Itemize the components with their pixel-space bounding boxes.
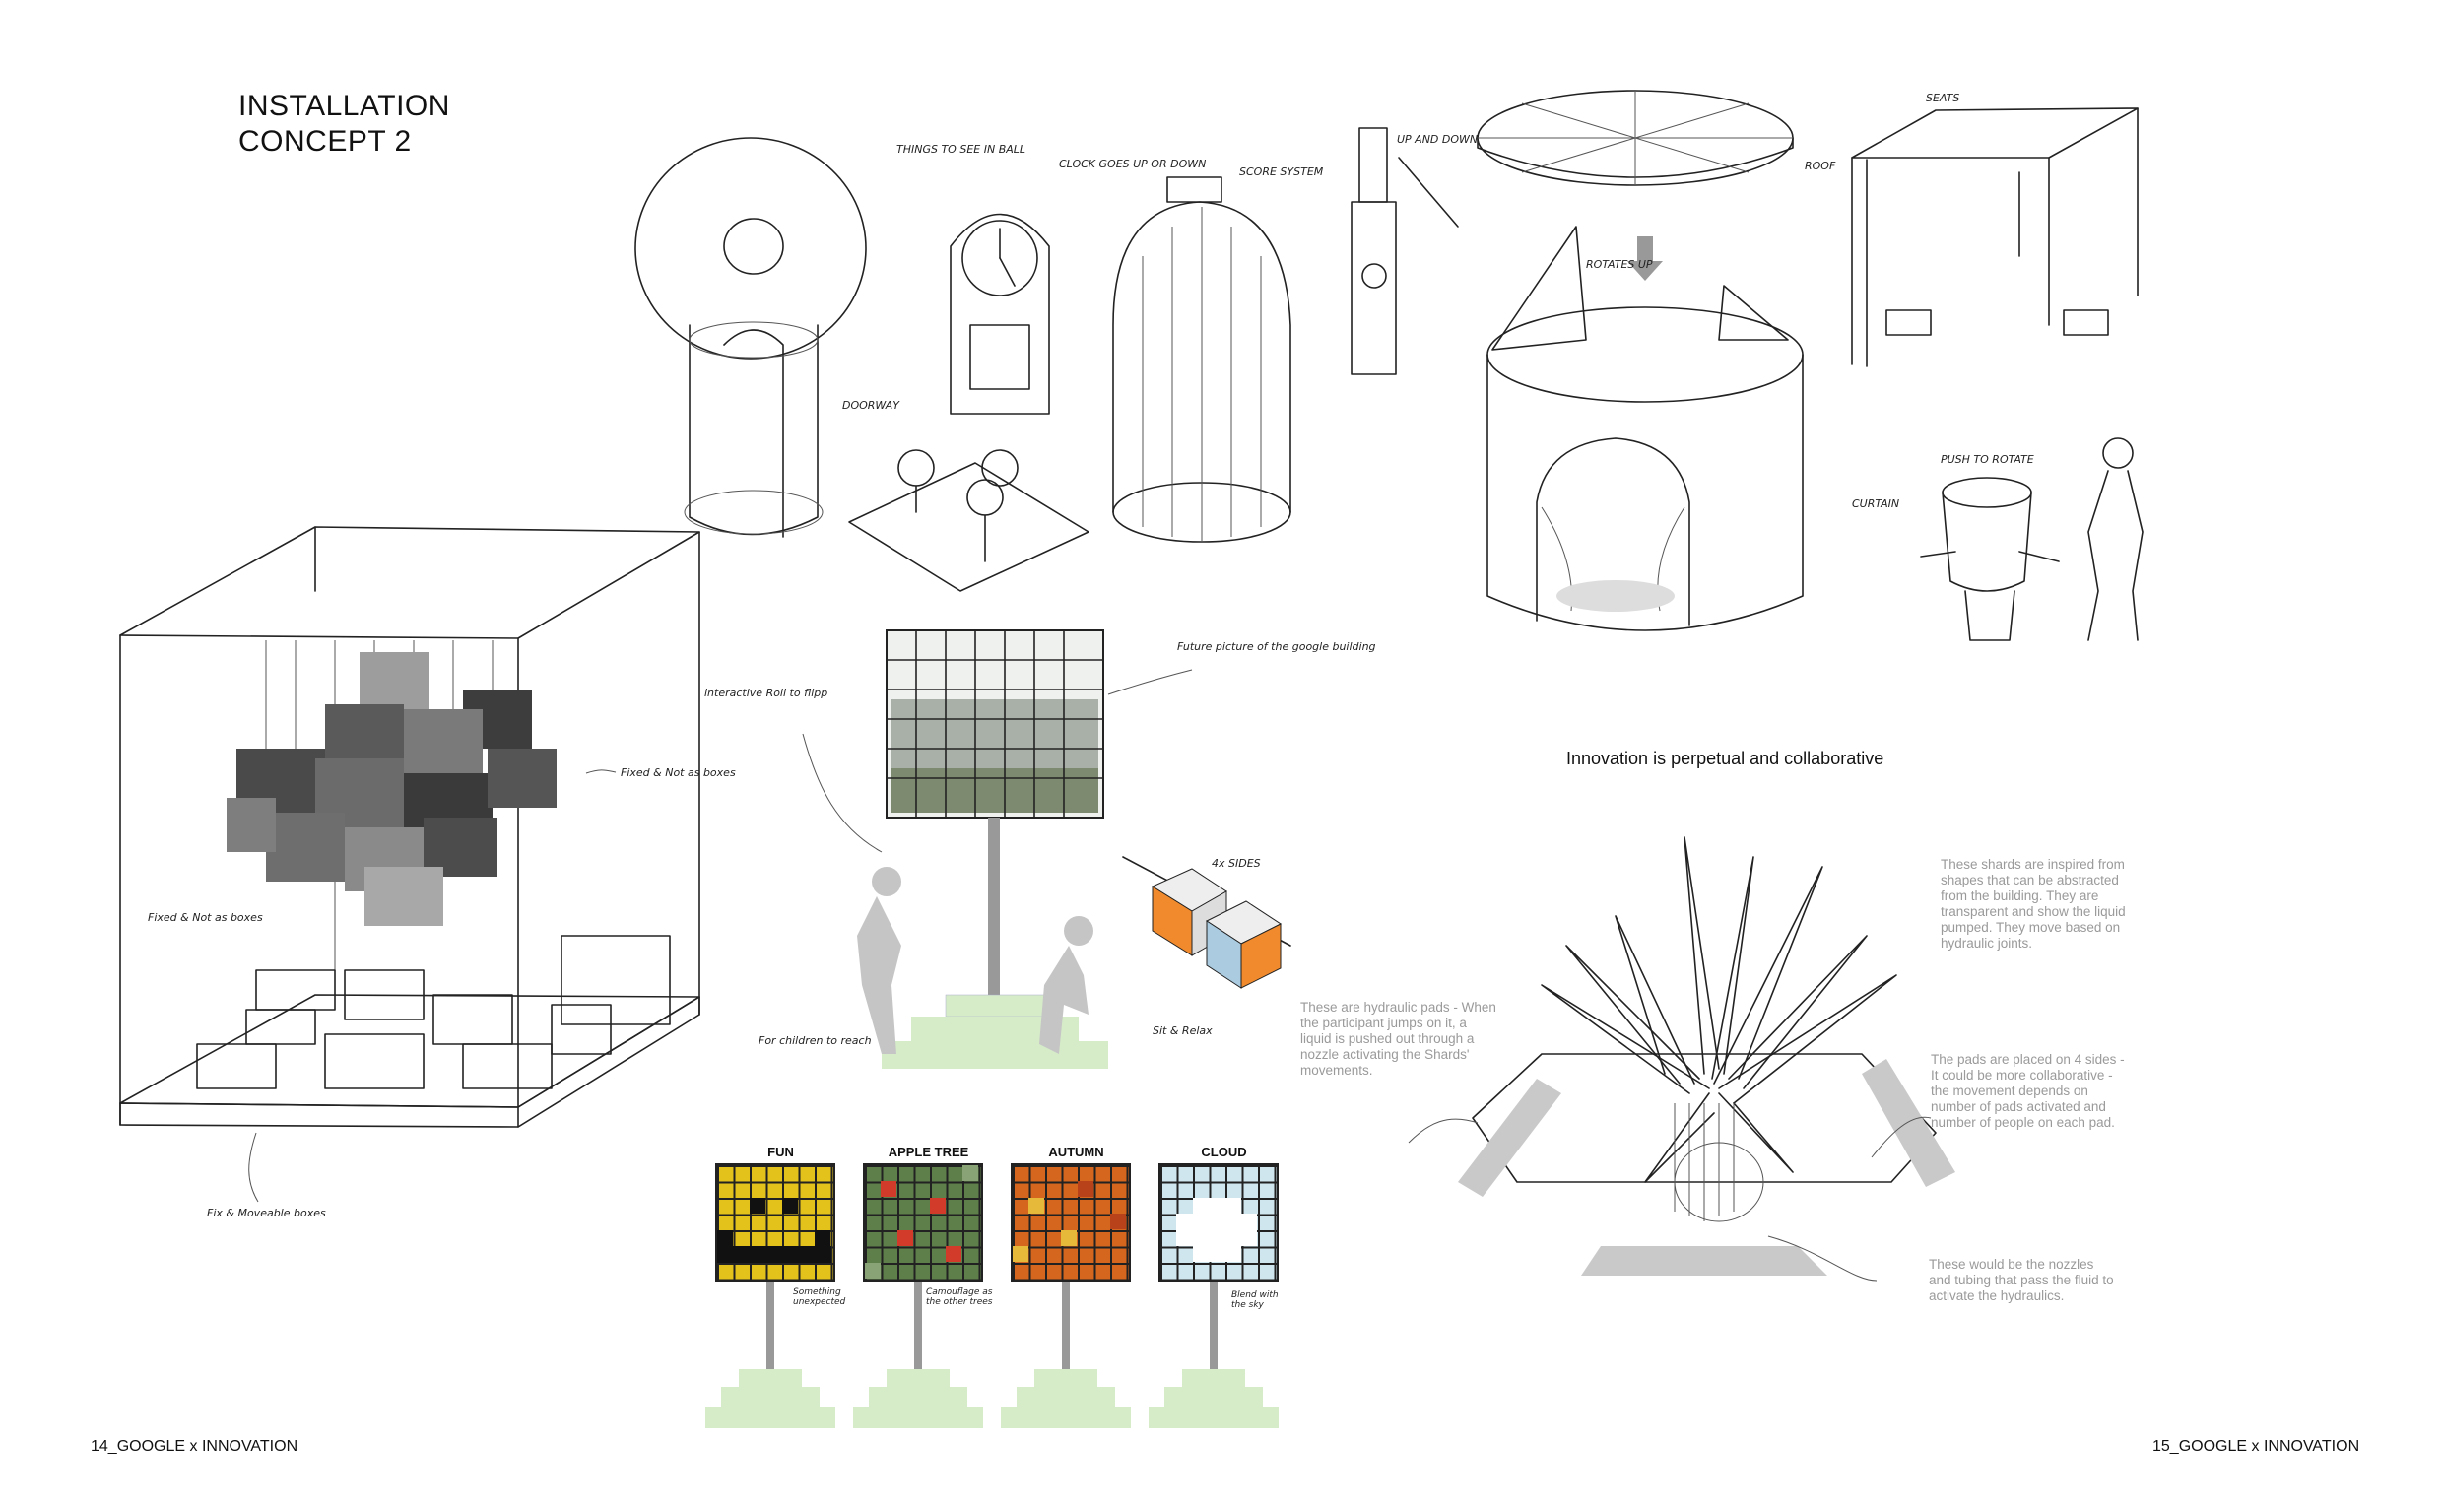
panel-title: CLOUD — [1153, 1145, 1295, 1159]
label-doorway: DOORWAY — [842, 399, 900, 412]
label-fixed-right: Fixed & Not as boxes — [621, 766, 736, 779]
rotating-drum-sketch — [1478, 91, 1803, 630]
label-up-down: UP AND DOWN — [1397, 133, 1478, 146]
label-clock: CLOCK GOES UP OR DOWN — [1059, 158, 1206, 170]
label-blend: Blend with the sky — [1231, 1290, 1290, 1310]
panel-cloud: CLOUD Blend with the sky — [1153, 1145, 1295, 1282]
footer-left: 14_GOOGLE x INNOVATION — [91, 1438, 297, 1456]
label-moveable: Fix & Moveable boxes — [207, 1207, 326, 1219]
note-shards: These shards are inspired from shapes th… — [1941, 857, 2133, 952]
label-four-sides: 4x SIDES — [1212, 857, 1261, 870]
label-children: For children to reach — [759, 1034, 872, 1047]
label-fixed-left: Fixed & Not as boxes — [148, 911, 263, 924]
hanging-cubes-installation — [120, 527, 699, 1127]
panel-apple-tree: APPLE TREE Camouflage as the other trees — [857, 1145, 1000, 1282]
panel-autumn: AUTUMN — [1005, 1145, 1148, 1282]
label-sit: Sit & Relax — [1153, 1024, 1213, 1037]
table-seats-sketch — [1852, 108, 2138, 366]
footer-right: 15_GOOGLE x INNOVATION — [2152, 1438, 2359, 1456]
label-curtain: CURTAIN — [1852, 497, 1899, 510]
panel-title: APPLE TREE — [857, 1145, 1000, 1159]
fun-grid — [715, 1163, 835, 1282]
label-roof: ROOF — [1805, 160, 1836, 172]
label-rotates-up: ROTATES UP — [1586, 258, 1653, 271]
push-rotate-sketch — [1921, 438, 2143, 640]
label-camouflage: Camouflage as the other trees — [926, 1287, 1005, 1307]
apple-grid — [863, 1163, 983, 1282]
crank-device-sketch — [1352, 128, 1458, 374]
figures-platform-sketch — [849, 450, 1089, 591]
label-interactive: interactive Roll to flipp — [704, 687, 827, 699]
label-something: Something unexpected — [793, 1287, 862, 1307]
label-future: Future picture of the google building — [1177, 640, 1376, 653]
flip-panels-row: FUN Something unexpected APPLE TREE Camo… — [709, 1145, 1271, 1440]
panel-fun: FUN Something unexpected — [709, 1145, 852, 1282]
label-things-in-ball: THINGS TO SEE IN BALL — [896, 143, 1025, 156]
note-pads: These are hydraulic pads - When the part… — [1300, 1000, 1497, 1079]
shards-sketch — [1458, 837, 1955, 1276]
innovation-caption: Innovation is perpetual and collaborativ… — [1566, 749, 1883, 769]
cage-sketch — [1113, 177, 1290, 542]
flip-board — [857, 630, 1108, 1069]
panel-title: FUN — [709, 1145, 852, 1159]
label-seats: SEATS — [1926, 92, 1959, 104]
clock-sketch — [951, 215, 1049, 415]
note-four-sides: The pads are placed on 4 sides - It coul… — [1931, 1052, 2133, 1131]
ball-doorway-sketch — [635, 138, 866, 537]
panel-title: AUTUMN — [1005, 1145, 1148, 1159]
rotating-cubes — [1123, 857, 1290, 988]
cloud-grid — [1158, 1163, 1279, 1282]
note-nozzles: These would be the nozzles and tubing th… — [1929, 1257, 2116, 1304]
label-score: SCORE SYSTEM — [1239, 165, 1324, 178]
label-push-rotate: PUSH TO ROTATE — [1941, 453, 2034, 466]
autumn-grid — [1011, 1163, 1131, 1282]
